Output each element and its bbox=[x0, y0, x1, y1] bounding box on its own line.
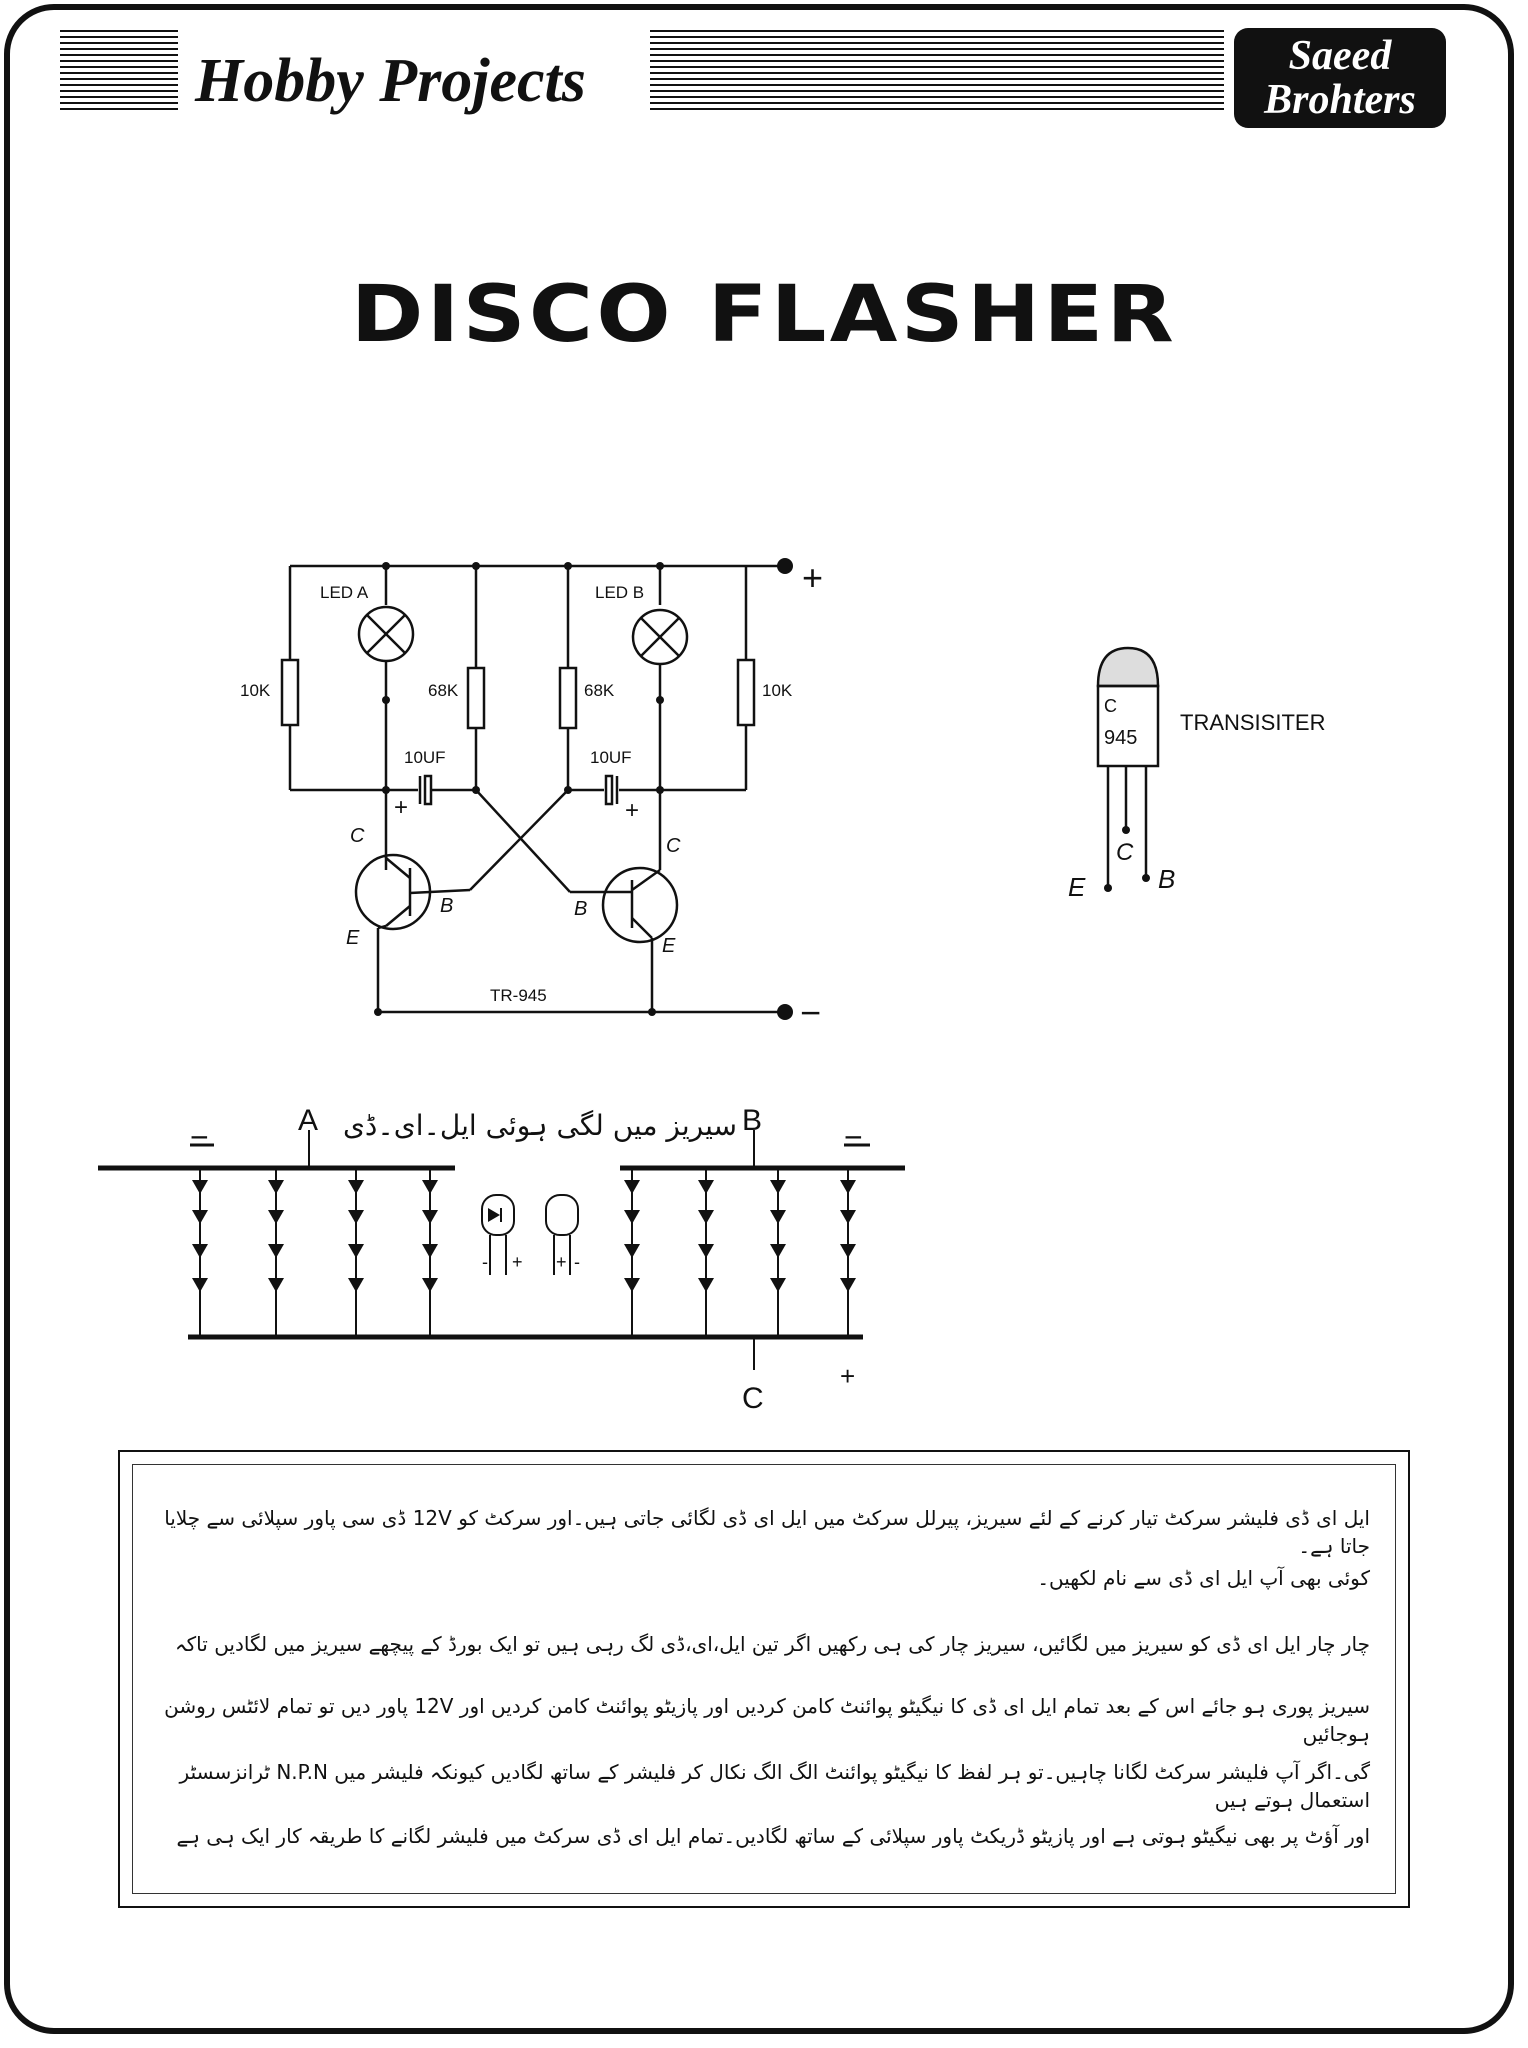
led-pin-plus: + bbox=[512, 1252, 523, 1272]
note-line-2: کوئی بھی آپ ایل ای ڈی سے نام لکھیں۔ bbox=[1037, 1566, 1370, 1590]
capacitor-left-plus: + bbox=[394, 794, 408, 821]
header-rule-left bbox=[60, 30, 178, 112]
led-pin-plus-2: + bbox=[556, 1252, 567, 1272]
header-rule-right bbox=[650, 30, 1224, 112]
resistor-mid-right-label: 68K bbox=[584, 681, 615, 700]
brand-line-1: Saeed bbox=[1288, 33, 1392, 79]
transistor-code-top: C bbox=[1104, 696, 1117, 716]
brand-line-2: Brohters bbox=[1264, 77, 1416, 123]
page-border bbox=[4, 4, 1514, 2034]
minus-terminal-label: − bbox=[800, 992, 821, 1033]
led-array-minus-right: − bbox=[844, 1119, 863, 1155]
base-right-label: B bbox=[574, 898, 587, 920]
note-line-5: گی۔اگر آپ فلیشر سرکٹ لگانا چاہیں۔تو ہر ل… bbox=[179, 1760, 1370, 1812]
plus-terminal-label: + bbox=[802, 557, 823, 598]
notes-box: ایل ای ڈی فلیشر سرکٹ تیار کرنے کے لئے سی… bbox=[118, 1450, 1410, 1908]
note-line-1: ایل ای ڈی فلیشر سرکٹ تیار کرنے کے لئے سی… bbox=[164, 1506, 1370, 1558]
note-line-6: اور آؤٹ پر بھی نیگیٹو ہوتی ہے اور پازیٹو… bbox=[176, 1824, 1371, 1848]
emitter-right-label: E bbox=[662, 935, 676, 957]
header-title: Hobby Projects bbox=[195, 47, 586, 115]
transistor-label: TRANSISITER bbox=[1180, 710, 1325, 735]
led-array-minus-left: − bbox=[190, 1119, 209, 1155]
note-line-4: سیریز پوری ہو جائے اس کے بعد تمام ایل ای… bbox=[164, 1694, 1370, 1746]
notes-inner-border bbox=[132, 1464, 1396, 1894]
page-title: DISCO FLASHER bbox=[350, 270, 1178, 360]
brand-badge: Saeed Brohters bbox=[1234, 28, 1446, 128]
led-array-label-b: B bbox=[742, 1104, 762, 1137]
led-pin-minus-2: - bbox=[574, 1252, 580, 1272]
base-left-label: B bbox=[440, 895, 453, 917]
transistor-type-label: TR-945 bbox=[490, 986, 547, 1005]
resistor-left-label: 10K bbox=[240, 681, 271, 700]
led-array-plus: + bbox=[840, 1361, 855, 1391]
pin-b-label: B bbox=[1158, 864, 1175, 894]
collector-left-label: C bbox=[350, 825, 365, 847]
led-pin-minus: - bbox=[482, 1252, 488, 1272]
resistor-right-label: 10K bbox=[762, 681, 793, 700]
led-array-label-c: C bbox=[742, 1382, 764, 1415]
capacitor-right-plus: + bbox=[625, 797, 639, 824]
led-array-label-a: A bbox=[298, 1104, 318, 1137]
collector-right-label: C bbox=[666, 835, 681, 857]
led-a-label: LED A bbox=[320, 583, 369, 602]
emitter-left-label: E bbox=[346, 927, 360, 949]
capacitor-right-label: 10UF bbox=[590, 748, 632, 767]
pin-c-label: C bbox=[1116, 839, 1134, 866]
led-array-caption: سیریز میں لگی ہوئی ایل۔ای۔ڈی bbox=[343, 1109, 737, 1142]
resistor-mid-left-label: 68K bbox=[428, 681, 459, 700]
pin-e-label: E bbox=[1068, 872, 1086, 902]
capacitor-left-label: 10UF bbox=[404, 748, 446, 767]
note-line-3: چار چار ایل ای ڈی کو سیریز میں لگائیں، س… bbox=[174, 1632, 1370, 1656]
led-b-label: LED B bbox=[595, 583, 644, 602]
transistor-code-bottom: 945 bbox=[1104, 727, 1137, 749]
